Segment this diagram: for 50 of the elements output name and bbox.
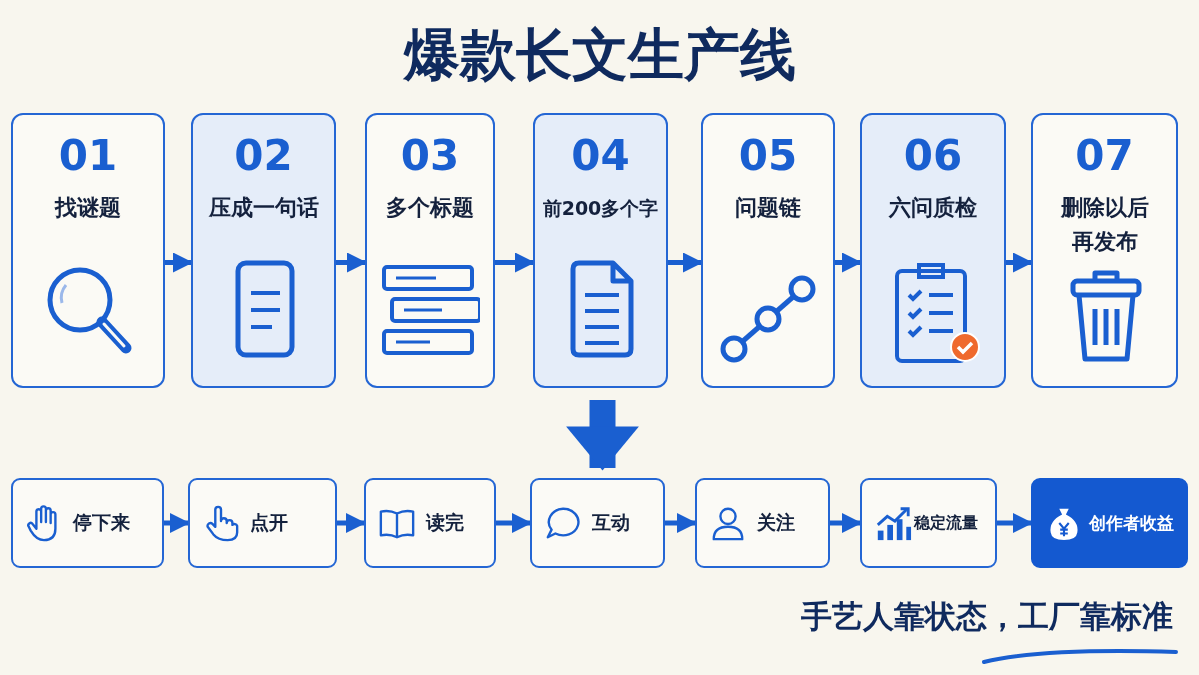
arrow: [1006, 252, 1033, 273]
arrow: [165, 252, 193, 273]
arrow: [496, 513, 532, 533]
arrow: [495, 252, 535, 273]
down-arrow: [566, 400, 639, 471]
arrow: [830, 513, 862, 533]
stage-box: [1031, 478, 1188, 568]
step-title: 问题链: [734, 194, 802, 222]
step-title: 前200多个字: [541, 196, 660, 221]
stage-box: [695, 478, 830, 568]
step-card: [1031, 113, 1178, 388]
step-number: 07: [1074, 131, 1135, 180]
step-card: [701, 113, 835, 388]
stage-label: 创作者收益: [1089, 511, 1174, 535]
stage-label: 点开: [250, 510, 288, 535]
stage-box: [530, 478, 665, 568]
stage-box: [860, 478, 997, 568]
step-number: 04: [570, 131, 631, 180]
stage-label: 关注: [757, 510, 795, 535]
stage-box: [188, 478, 337, 568]
step-number: 01: [57, 131, 119, 180]
step-card: [11, 113, 165, 388]
arrow: [835, 252, 862, 273]
step-title: 六问质检: [887, 194, 978, 222]
step-card: [191, 113, 336, 388]
step-title: 多个标题: [385, 194, 475, 222]
stage-box: [364, 478, 496, 568]
stage-box: [11, 478, 164, 568]
arrow: [337, 513, 366, 533]
arrow: [665, 513, 697, 533]
step-title: 找谜题: [53, 194, 122, 222]
slogan: 手艺人靠状态，工厂靠标准: [801, 598, 1173, 634]
step-number: 05: [737, 131, 799, 180]
step-title: 删除以后再发布: [1059, 194, 1150, 256]
stage-label: 读完: [426, 510, 464, 535]
step-number: 06: [902, 131, 964, 180]
arrow: [336, 252, 367, 273]
title: 爆款长文生产线: [403, 22, 796, 87]
step-number: 02: [233, 131, 294, 180]
step-card: [533, 113, 668, 388]
step-card: [365, 113, 495, 388]
stage-label: 互动: [592, 510, 630, 535]
arrow: [997, 513, 1033, 533]
stage-label: 停下来: [73, 510, 130, 535]
stage-label: 稳定流量: [914, 512, 978, 534]
arrow: [164, 513, 190, 533]
step-number: 03: [399, 131, 461, 180]
step-title: 压成一句话: [207, 194, 320, 222]
step-card: [860, 113, 1006, 388]
arrow: [668, 252, 703, 273]
